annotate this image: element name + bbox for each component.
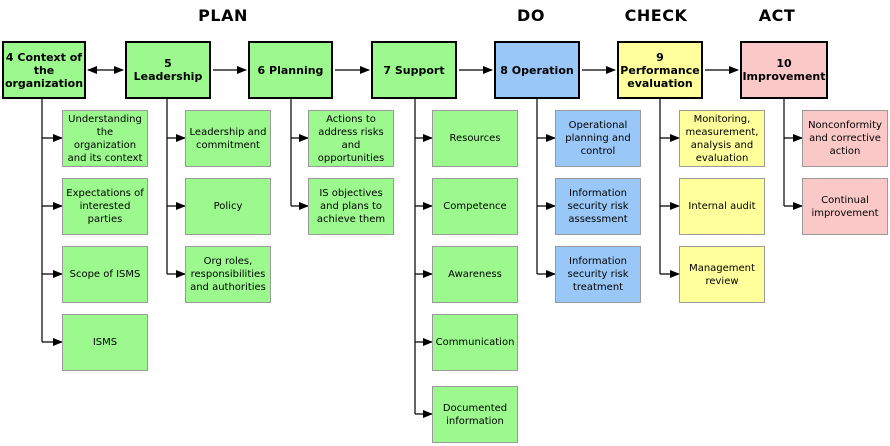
clause-improvement-box: 10 Improvement: [740, 41, 828, 99]
clause-leadership-box: 5 Leadership: [125, 41, 211, 99]
phase-check-header: CHECK: [624, 6, 688, 25]
leadership-item-policy: Policy: [185, 178, 271, 235]
context-item-expectations: Expectations of interested parties: [62, 178, 148, 235]
context-item-label: Scope of ISMS: [69, 269, 141, 280]
support-item-label: Documented information: [442, 402, 508, 427]
leadership-item-commitment: Leadership and commitment: [185, 110, 271, 167]
leadership-item-label: Policy: [213, 201, 243, 212]
support-item-label: Resources: [449, 133, 501, 144]
context-item-scope: Scope of ISMS: [62, 246, 148, 303]
improvement-item-continual: Continual improvement: [802, 178, 888, 235]
clause-context-title: 4 Context of the organization: [4, 50, 84, 90]
planning-item-actions: Actions to address risks and opportuniti…: [308, 110, 394, 167]
support-item-label: Awareness: [448, 269, 502, 280]
support-item-competence: Competence: [432, 178, 518, 235]
improvement-item-nonconformity: Nonconformity and corrective action: [802, 110, 888, 167]
context-item-label: ISMS: [92, 337, 118, 348]
context-item-label: Understanding the organization and its c…: [67, 113, 143, 164]
planning-item-label: Actions to address risks and opportuniti…: [317, 113, 385, 164]
planning-item-label: IS objectives and plans to achieve them: [316, 188, 386, 225]
clause-planning-title: 6 Planning: [257, 63, 324, 77]
operation-item-risk-treatment: Information security risk treatment: [555, 246, 641, 303]
support-item-awareness: Awareness: [432, 246, 518, 303]
support-item-resources: Resources: [432, 110, 518, 167]
planning-item-objectives: IS objectives and plans to achieve them: [308, 178, 394, 235]
performance-item-management-review: Management review: [679, 246, 765, 303]
performance-item-internal-audit: Internal audit: [679, 178, 765, 235]
phase-act-header: ACT: [758, 6, 796, 25]
performance-item-label: Management review: [689, 262, 755, 287]
performance-item-label: Internal audit: [688, 201, 756, 212]
performance-item-monitoring: Monitoring, measurement, analysis and ev…: [679, 110, 765, 167]
clause-leadership-title: 5 Leadership: [133, 57, 203, 83]
clause-performance-title: 9 Performance evaluation: [620, 50, 700, 90]
operation-item-risk-assessment: Information security risk assessment: [555, 178, 641, 235]
operation-item-label: Information security risk treatment: [567, 256, 629, 293]
leadership-item-label: Leadership and commitment: [189, 126, 267, 151]
improvement-item-label: Continual improvement: [811, 194, 879, 219]
context-item-isms: ISMS: [62, 314, 148, 371]
clause-operation-box: 8 Operation: [494, 41, 580, 99]
leadership-item-label: Org roles, responsibilities and authorit…: [190, 256, 266, 293]
leadership-item-roles: Org roles, responsibilities and authorit…: [185, 246, 271, 303]
operation-item-label: Information security risk assessment: [567, 188, 629, 225]
support-item-label: Communication: [435, 337, 515, 348]
support-item-communication: Communication: [432, 314, 518, 371]
support-item-documented-information: Documented information: [432, 386, 518, 443]
clause-performance-box: 9 Performance evaluation: [617, 41, 703, 99]
performance-item-label: Monitoring, measurement, analysis and ev…: [685, 113, 759, 164]
support-item-label: Competence: [443, 201, 507, 212]
operation-item-label: Operational planning and control: [565, 120, 631, 157]
clause-support-title: 7 Support: [383, 63, 445, 77]
phase-do-header: DO: [517, 6, 545, 25]
operation-item-planning-control: Operational planning and control: [555, 110, 641, 167]
context-item-understanding: Understanding the organization and its c…: [62, 110, 148, 167]
clause-improvement-title: 10 Improvement: [742, 57, 826, 83]
phase-plan-header: PLAN: [198, 6, 248, 25]
clause-planning-box: 6 Planning: [248, 41, 333, 99]
clause-context-box: 4 Context of the organization: [2, 41, 86, 99]
clause-support-box: 7 Support: [371, 41, 457, 99]
clause-operation-title: 8 Operation: [500, 63, 574, 77]
context-item-label: Expectations of interested parties: [66, 188, 144, 225]
improvement-item-label: Nonconformity and corrective action: [808, 120, 882, 157]
